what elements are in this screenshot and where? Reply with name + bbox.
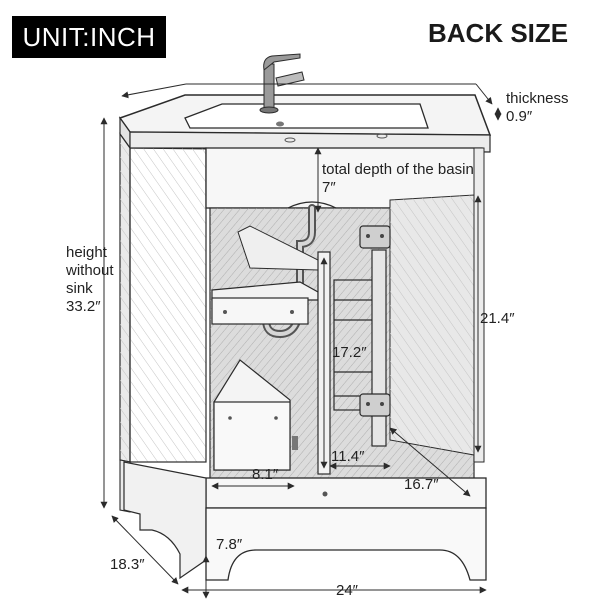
height-value: 33.2″	[66, 298, 101, 315]
left-shelf	[211, 225, 319, 325]
unit-label-badge: UNIT:INCH	[12, 16, 166, 58]
thickness-value: 0.9″	[506, 108, 533, 125]
faucet-icon	[259, 53, 305, 114]
depth-value: 18.3″	[110, 556, 145, 573]
right-width-value: 11.4″	[331, 448, 365, 465]
depth-dim-line	[111, 515, 179, 585]
height-label: height without sink	[66, 244, 114, 297]
basin-depth-value: 7″	[322, 179, 336, 196]
interior-depth-dim-line	[389, 427, 471, 497]
base-height-value: 7.8″	[216, 536, 243, 553]
width-value: 24″	[336, 582, 358, 599]
dimension-lines	[100, 83, 502, 599]
shelf-height-value: 17.2″	[332, 344, 367, 361]
left-width-value: 8.1″	[252, 466, 279, 483]
interior-depth-value: 16.7″	[404, 476, 439, 493]
interior-height-value: 21.4″	[480, 310, 515, 327]
top-width-dim-line	[121, 83, 187, 99]
left-lower-drawer	[213, 359, 298, 471]
basin-depth-label: total depth of the basin	[322, 161, 474, 178]
page-title: BACK SIZE	[428, 18, 569, 48]
thickness-label: thickness	[506, 90, 569, 107]
hinge-top-icon	[359, 225, 391, 249]
sink-basin	[184, 103, 429, 143]
hinge-bottom-icon	[359, 393, 391, 417]
